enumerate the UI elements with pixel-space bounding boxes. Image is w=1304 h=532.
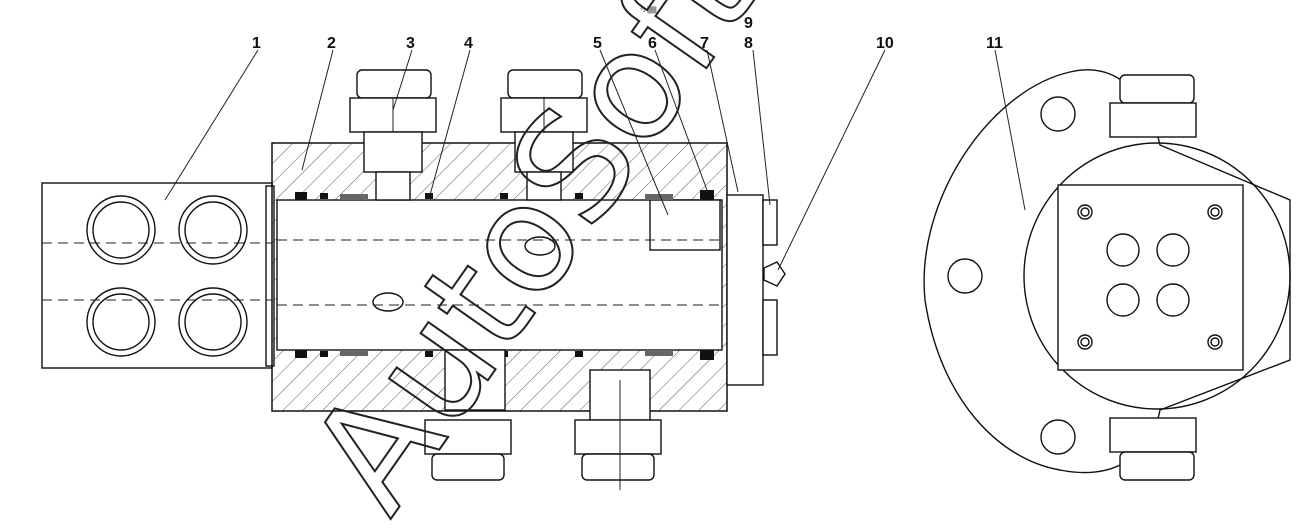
- callout-1: 1: [252, 35, 261, 52]
- callout-3: 3: [406, 35, 415, 52]
- fitting-bottom-right: [574, 369, 662, 490]
- callout-8: 8: [744, 35, 753, 52]
- fitting-part-3: [349, 69, 437, 201]
- fitting-bottom-left: [424, 349, 512, 481]
- callout-5: 5: [593, 35, 602, 52]
- callout-10: 10: [876, 35, 894, 52]
- callout-6: 6: [648, 35, 657, 52]
- valve-housing-part-2: [271, 142, 764, 412]
- distributor-block-part-1: [41, 182, 275, 369]
- callout-9: 9: [744, 15, 753, 32]
- callout-labels: 1 2 3 4 5 6 7 8 9 10 11: [252, 15, 1003, 52]
- leader-lines: [164, 49, 1026, 271]
- callout-2: 2: [327, 35, 336, 52]
- small-note: °₂ ▒▒: [640, 6, 657, 14]
- callout-7: 7: [700, 35, 709, 52]
- fitting-top-second: [500, 69, 588, 201]
- end-bolts: [762, 199, 786, 356]
- flange-view-part-11: [923, 69, 1291, 481]
- callout-4: 4: [464, 35, 473, 52]
- callout-11: 11: [986, 35, 1003, 52]
